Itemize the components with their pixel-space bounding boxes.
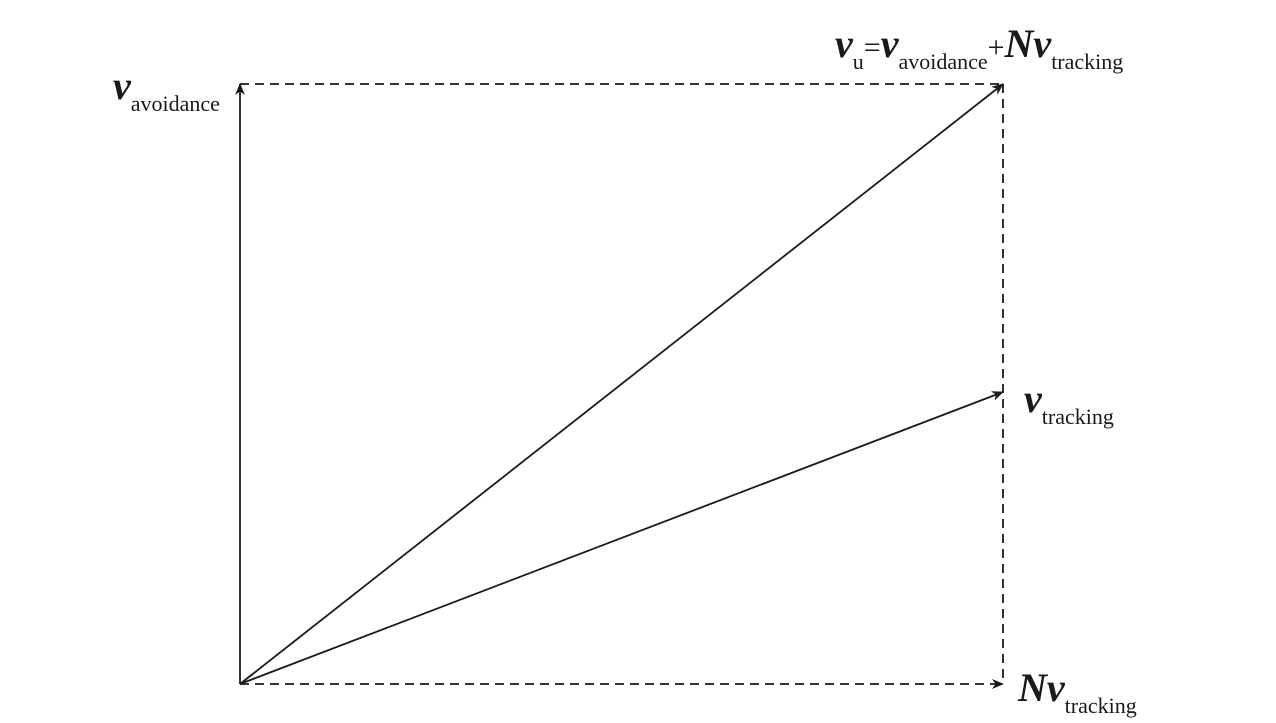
resultant-term1-symbol: v [880,21,899,66]
resultant-term2-subscript: tracking [1051,49,1124,74]
tracking-vector-label: vtracking [1024,376,1114,428]
tracking-vector-arrow [239,391,1004,685]
resultant-subscript: u [852,49,864,74]
resultant-vector-arrow [239,83,1004,685]
resultant-symbol: v [835,21,853,66]
resultant-term2-symbol: Nv [1004,21,1052,66]
avoidance-symbol: v [113,63,131,108]
tracking-symbol: v [1024,376,1042,421]
scaled-tracking-subscript: tracking [1064,693,1137,718]
resultant-vector-label: vu=vavoidance+Nvtracking [835,21,1123,73]
avoidance-subscript: avoidance [130,91,220,116]
plus-sign: + [987,31,1005,64]
scaled-tracking-symbol: Nv [1018,665,1065,710]
scaled-tracking-vector-label: Nvtracking [1018,665,1137,717]
tracking-subscript: tracking [1041,404,1114,429]
equals-sign: = [863,31,881,64]
resultant-term1-subscript: avoidance [898,49,988,74]
avoidance-vector-label: vavoidance [113,63,220,115]
